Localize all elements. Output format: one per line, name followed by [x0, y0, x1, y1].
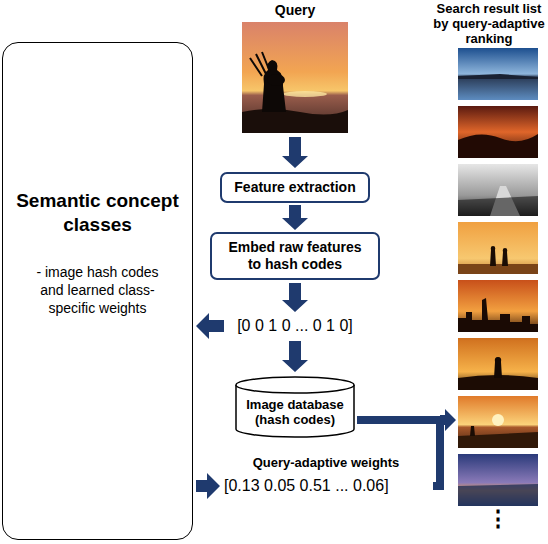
flow-arrow: [282, 205, 308, 230]
flow-arrows: [196, 137, 456, 499]
node-title: Semantic concept classes: [11, 189, 184, 237]
result-thumbnails: [458, 48, 538, 506]
node-title: Feature extraction: [234, 179, 355, 196]
hash-code-vector: [0 0 1 0 ... 0 1 0]: [215, 316, 375, 335]
concept-panel: Semantic concept classes - image hash cod…: [2, 42, 193, 540]
query-heading: Query: [242, 2, 348, 19]
node-title: Image database (hash codes): [241, 397, 349, 427]
process-box: Embed raw features to hash codes: [210, 232, 380, 280]
node-body: - image hash codes and learned class-spe…: [11, 263, 184, 317]
node-title: Embed raw features to hash codes: [220, 239, 370, 273]
database-cylinder: Image database (hash codes): [235, 376, 355, 438]
weights-heading: Query-adaptive weights: [214, 455, 438, 471]
ellipsis-mark: ⋮: [478, 506, 518, 532]
weights-vector: [0.13 0.05 0.51 ... 0.06]: [224, 476, 432, 495]
results-heading: Search result list by query-adaptive ran…: [430, 1, 548, 46]
process-box: Feature extraction: [220, 172, 370, 203]
query-photo: [242, 22, 348, 133]
